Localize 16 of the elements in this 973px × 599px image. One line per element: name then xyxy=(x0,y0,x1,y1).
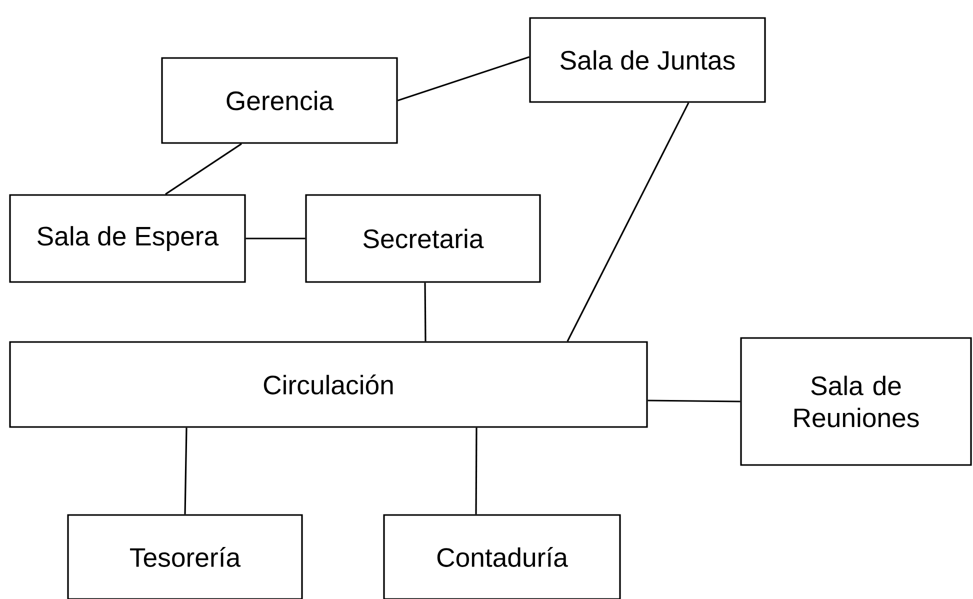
room-box: Secretaria xyxy=(305,194,541,283)
room-box: Sala de Espera xyxy=(9,194,246,283)
room-box: Gerencia xyxy=(161,57,398,144)
connector-line xyxy=(246,238,306,240)
room-box: Sala de Juntas xyxy=(529,17,766,103)
connector-line xyxy=(648,400,740,402)
room-box: Contaduría xyxy=(383,514,621,599)
connector-line xyxy=(184,428,188,514)
connector-line xyxy=(398,56,530,102)
connector-line xyxy=(165,143,242,195)
connector-line xyxy=(566,102,690,342)
room-box: Tesorería xyxy=(67,514,303,599)
connector-line xyxy=(475,428,478,514)
connector-line xyxy=(424,282,426,342)
room-box: Sala de Reuniones xyxy=(740,337,972,466)
room-box: Circulación xyxy=(9,341,648,428)
